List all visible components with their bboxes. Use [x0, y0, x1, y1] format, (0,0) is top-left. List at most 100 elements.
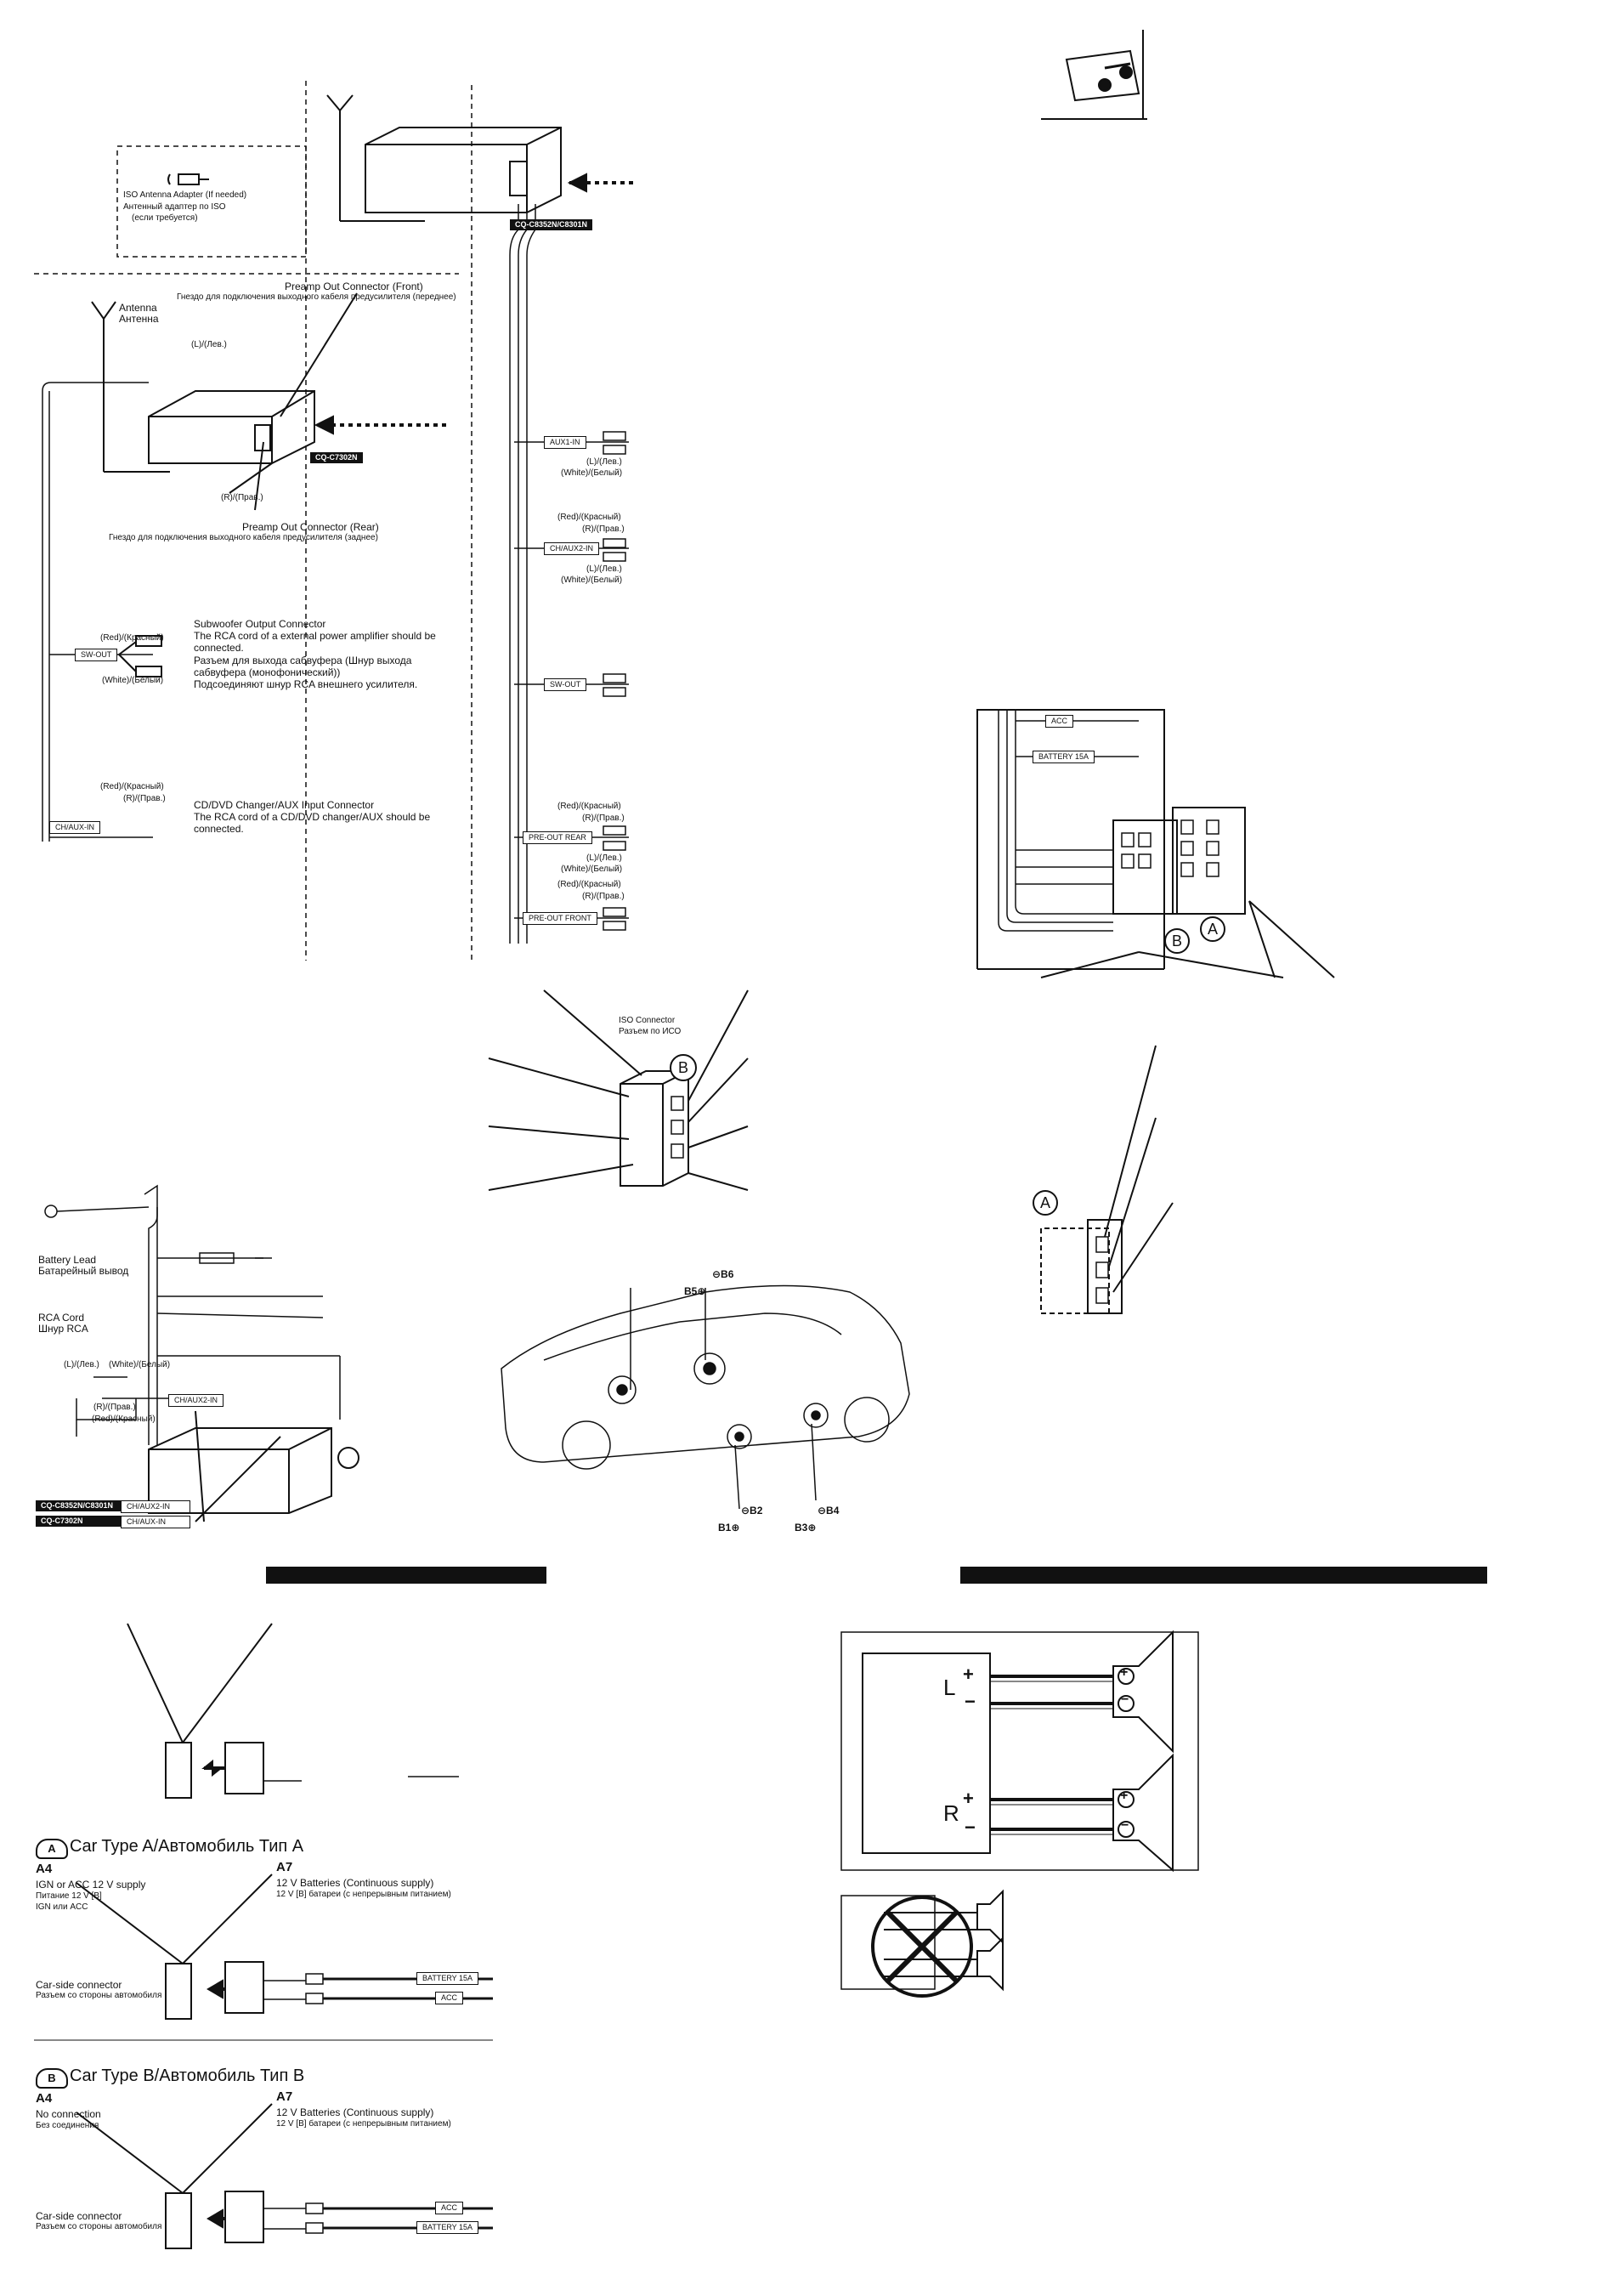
iso-connector-label-en: ISO Connector [619, 1016, 676, 1025]
car-a-a7-en: 12 V Batteries (Continuous supply) [276, 1877, 434, 1889]
speaker-right-minus: − [965, 1817, 976, 1838]
aux1-white-label: (White)/(Белый) [561, 468, 623, 478]
car-a-a4-ru1: Питание 12 V [B] [36, 1891, 102, 1901]
antenna-label-ru: Антенна [119, 313, 159, 325]
left-cable [42, 382, 153, 842]
speaker-b6-label: ⊖B6 [712, 1268, 734, 1280]
model-row1-tag: CH/AUX2-IN [121, 1500, 190, 1513]
preamp-rear-label-en: Preamp Out Connector (Rear) [242, 521, 379, 533]
right-rca-plugs [603, 431, 626, 931]
rear-red-label: (Red)/(Красный) [557, 802, 621, 811]
speaker-wiring-bad [840, 1889, 1004, 1998]
cd-red-label: (Red)/(Красный) [100, 782, 164, 791]
cd-changer-title: CD/DVD Changer/AUX Input Connector [194, 799, 375, 811]
subwoofer-desc-ru1: Разъем для выхода сабвуфера (Шнур выхода… [194, 655, 412, 678]
rca-cord-label-ru: Шнур RCA [38, 1323, 88, 1335]
car-a-a4-ru2: IGN или ACC [36, 1902, 88, 1912]
car-silhouette [501, 1284, 910, 1510]
speaker-cone-right-minus: − [1121, 1818, 1129, 1833]
top-antenna [326, 94, 425, 222]
left-swout-plugs [118, 635, 162, 677]
ch-aux-in-tag: CH/AUX-IN [49, 821, 101, 834]
car-a-a4-label: A4 [36, 1862, 53, 1876]
aux1-lev-label: (L)/(Лев.) [586, 457, 622, 467]
rca-chaux2-tag: CH/AUX2-IN [168, 1394, 224, 1407]
car-a-battery-tag: BATTERY 15A [416, 1972, 479, 1985]
car-b-a4-ru: Без соединения [36, 2121, 99, 2130]
speaker-cone-left-plus: + [1120, 1665, 1129, 1680]
section-header-bar-right [960, 1567, 1487, 1584]
car-type-a-title: Car Type A/Автомобиль Тип A [70, 1837, 304, 1856]
left-lev-label: (L)/(Лев.) [191, 340, 227, 349]
chaux2-white-label: (White)/(Белый) [561, 575, 623, 585]
preamp-front-label-ru: Гнездо для подключения выходного кабеля … [177, 292, 456, 302]
front-red-label: (Red)/(Красный) [557, 880, 621, 889]
speaker-cone-right-plus: + [1120, 1789, 1129, 1803]
rear-white-label: (White)/(Белый) [561, 865, 623, 874]
car-b-car-side-ru: Разъем со стороны автомобиля [36, 2222, 162, 2231]
subwoofer-desc-ru2: Подсоединяют шнур RCA внешнего усилителя… [194, 678, 418, 690]
speaker-b2-label: ⊖B2 [741, 1505, 763, 1516]
car-b-icon: B [36, 2068, 68, 2089]
car-type-b-title: Car Type B/Автомобиль Тип B [70, 2066, 305, 2085]
speaker-cone-left-minus: − [1121, 1692, 1129, 1707]
antenna-label-en: Antenna [119, 302, 157, 314]
battery-lead-label-en: Battery Lead [38, 1254, 97, 1266]
harness-acc-tag: ACC [1045, 715, 1074, 728]
rca-white-label: (White)/(Белый) [109, 1360, 171, 1369]
harness-battery-tag: BATTERY 15A [1033, 751, 1095, 763]
antenna-adapter-label-en: ISO Antenna Adapter (If needed) [123, 190, 247, 200]
speaker-right-label: R [943, 1800, 959, 1826]
section-header-bar-left [266, 1567, 546, 1584]
speaker-left-minus: − [965, 1691, 976, 1712]
model-row1-model: CQ-C8352N/C8301N [36, 1500, 127, 1511]
model-row2-model: CQ-C7302N [36, 1516, 127, 1527]
chaux2-red-label: (Red)/(Красный) [557, 513, 621, 522]
car-a-car-side-ru: Разъем со стороны автомобиля [36, 1991, 162, 2000]
car-b-battery-tag: BATTERY 15A [416, 2221, 479, 2234]
harness-a-circle: A [1200, 916, 1225, 942]
iso-connector-label-ru: Разъем по ИСО [619, 1027, 682, 1036]
car-a-acc-tag: ACC [435, 1992, 464, 2004]
left-head-unit [148, 390, 315, 464]
left-prav-label: (R)/(Прав.) [221, 493, 263, 502]
preamp-front-label-en: Preamp Out Connector (Front) [285, 281, 423, 292]
rca-red-label: (Red)/(Красный) [92, 1414, 156, 1424]
rca-unit [148, 1410, 359, 1522]
rear-prav-label: (R)/(Прав.) [582, 814, 625, 823]
iso-b-circle: B [670, 1054, 697, 1081]
car-b-car-side: Car-side connector [36, 2210, 122, 2222]
iso-connector-b [488, 989, 749, 1191]
car-b-a7-ru: 12 V [B] батареи (с непрерывным питанием… [276, 2119, 451, 2129]
subwoofer-desc-en: The RCA cord of a external power amplifi… [194, 630, 436, 654]
model-badge-c8352n: CQ-C8352N/C8301N [510, 219, 593, 230]
harness-b-circle: B [1164, 928, 1190, 954]
car-a-car-side: Car-side connector [36, 1979, 122, 1991]
chaux2-lev-label: (L)/(Лев.) [586, 564, 622, 574]
harness-panel [976, 709, 1335, 978]
panel-borders [34, 81, 472, 961]
sw-out-tag: SW-OUT [75, 649, 118, 661]
rear-lev-label: (L)/(Лев.) [586, 853, 622, 863]
car-type-top-sketch [127, 1623, 459, 1799]
speaker-b4-label: ⊖B4 [818, 1505, 840, 1516]
right-sw-out-tag: SW-OUT [544, 678, 587, 691]
car-b-a4-en: No connection [36, 2108, 101, 2120]
pre-out-rear-tag: PRE-OUT REAR [523, 831, 592, 844]
front-prav-label: (R)/(Прав.) [582, 892, 625, 901]
speaker-b5-label: B5⊕ [684, 1285, 706, 1297]
sw-white-label: (White)/(Белый) [102, 676, 164, 685]
speaker-left-plus: + [963, 1664, 974, 1685]
iso-adapter-sketch [167, 173, 209, 185]
top-right-dash-sketch [1041, 30, 1147, 120]
car-b-a4-label: A4 [36, 2091, 53, 2106]
car-a-a7-label: A7 [276, 1860, 293, 1874]
speaker-wiring-good [840, 1630, 1199, 1873]
rca-cord-label-en: RCA Cord [38, 1312, 85, 1324]
speaker-b1-label: B1⊕ [718, 1522, 740, 1534]
top-head-unit [365, 127, 562, 213]
car-type-a-diagram [76, 1874, 493, 2020]
preamp-rear-label-ru: Гнездо для подключения выходного кабеля … [109, 533, 378, 542]
pre-out-front-tag: PRE-OUT FRONT [523, 912, 597, 925]
